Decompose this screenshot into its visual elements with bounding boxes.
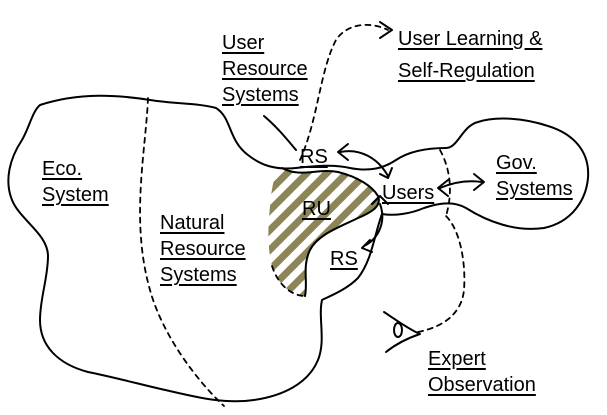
ecosystem-outline [7, 94, 590, 403]
user-learning-label: User Learning & Self-Regulation [398, 28, 543, 82]
learning-loop-path [299, 24, 389, 161]
eco-nrs-divider [139, 97, 225, 407]
resource-units-region [268, 168, 379, 296]
urs-pointer-line [263, 115, 297, 151]
resource-system-outline [281, 167, 380, 297]
users-gov-arrow [439, 180, 483, 189]
rs-users-arrowhead-right-icon [379, 167, 393, 179]
users-gov-arrowhead-left-icon [437, 179, 449, 197]
users-rs-lower-arrowhead-bottom-icon [361, 239, 373, 253]
natural-resource-systems-label: Natural Resource Systems [160, 212, 246, 286]
users-label: Users [382, 182, 435, 204]
user-resource-systems-label: User Resource Systems [222, 32, 308, 106]
rs-users-arrow [339, 150, 389, 177]
eco-system-label: Eco. System [42, 158, 109, 206]
expert-observation-label: Expert Observation [428, 348, 536, 396]
users-gov-arrowhead-right-icon [473, 173, 485, 191]
ru-boundary-dashed [271, 265, 306, 297]
expert-observation-path [417, 215, 466, 333]
rs-lower-label: RS [330, 248, 358, 270]
eye-icon [383, 311, 421, 353]
rs-users-arrowhead-left-icon [337, 143, 349, 161]
users-rs-lower-arrowhead-top-icon [371, 195, 389, 205]
ru-label: RU [302, 198, 331, 220]
gov-systems-label: Gov. Systems [496, 152, 573, 200]
rs-upper-label: RS [300, 146, 328, 168]
learning-arrowhead-icon [379, 21, 393, 39]
